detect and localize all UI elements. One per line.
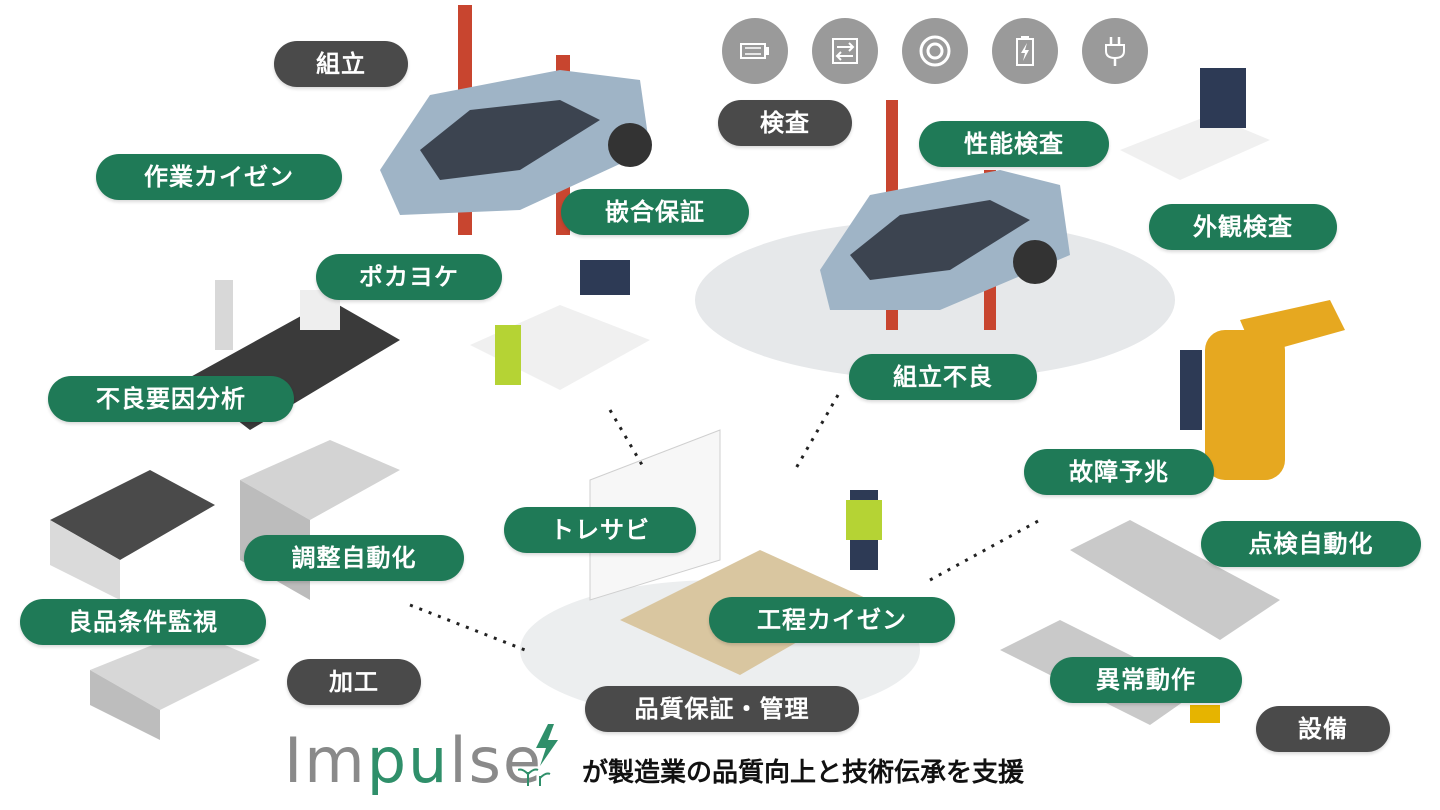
tag-process-kaizen: 工程カイゼン [709, 597, 955, 643]
ring-icon [902, 18, 968, 84]
tag-abnormal-operation: 異常動作 [1050, 657, 1242, 703]
tag-pokayoke: ポカヨケ [316, 254, 502, 300]
footer-tagline: が製造業の品質向上と技術伝承を支援 [582, 758, 1025, 788]
tag-performance-inspection: 性能検査 [919, 121, 1109, 167]
category-equipment: 設備 [1256, 706, 1390, 752]
tag-traceability: トレサビ [504, 507, 696, 553]
tag-good-condition-monitoring: 良品条件監視 [20, 599, 266, 645]
tag-visual-inspection: 外観検査 [1149, 204, 1337, 250]
lightning-sprout-icon [518, 724, 558, 786]
battery-charge-icon [992, 18, 1058, 84]
assembly-car-illustration [380, 5, 652, 235]
battery-cell-icon [722, 18, 788, 84]
inspection-car-illustration [820, 100, 1070, 330]
cycle-icon [812, 18, 878, 84]
tag-assembly-defect: 組立不良 [849, 354, 1037, 400]
category-qa: 品質保証・管理 [585, 686, 859, 732]
category-assembly: 組立 [274, 41, 408, 87]
category-processing: 加工 [287, 659, 421, 705]
tag-defect-cause-analysis: 不良要因分析 [48, 376, 294, 422]
tag-adjustment-automation: 調整自動化 [244, 535, 464, 581]
impulse-logo: Impulse [284, 724, 544, 797]
connector-lines [409, 394, 1041, 652]
robot-arm-illustration [1180, 300, 1345, 480]
category-inspection: 検査 [718, 100, 852, 146]
tag-fitting-assurance: 嵌合保証 [561, 189, 749, 235]
tag-inspection-automation: 点検自動化 [1201, 521, 1421, 567]
desk-illustrations [470, 68, 1270, 390]
tag-failure-sign: 故障予兆 [1024, 449, 1214, 495]
tag-work-kaizen: 作業カイゼン [96, 154, 342, 200]
plug-icon [1082, 18, 1148, 84]
